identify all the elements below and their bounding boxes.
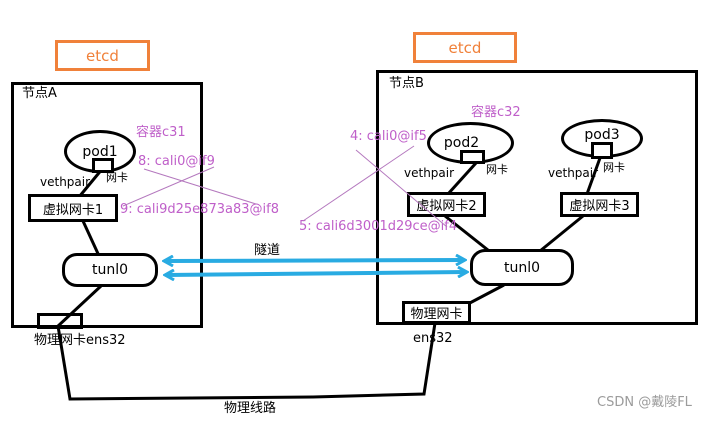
phys-nic-box-b: 物理网卡	[402, 301, 471, 324]
physical-line-label: 物理线路	[224, 401, 277, 416]
pod2-nic-label: 网卡	[486, 163, 508, 176]
pod1-nic-label: 网卡	[106, 171, 128, 184]
vnic1-box: 虚拟网卡1	[28, 194, 118, 222]
pod1-iface-annotation: 8: cali0@if9	[138, 154, 215, 169]
pod2-iface-annotation: 4: cali0@if5	[350, 129, 427, 144]
pod2-vethpair-label: vethpair	[404, 166, 455, 180]
vnic2-label: 虚拟网卡2	[416, 199, 477, 214]
pod1-container-label: 容器c31	[136, 125, 186, 140]
pod2-container-label: 容器c32	[471, 105, 521, 120]
pod3-vethpair-label: vethpair	[548, 166, 599, 180]
phys-nic-sub-label-b: ens32	[413, 331, 453, 346]
tunnel-label: 隧道	[254, 243, 281, 258]
vnic1-iface-annotation: 9: cali9d25e873a83@if8	[120, 202, 279, 217]
tunl0-right-box: tunl0	[470, 249, 574, 286]
tunl0-left-box: tunl0	[62, 253, 158, 287]
pod2-label: pod2	[443, 135, 480, 151]
tunl0-right-label: tunl0	[503, 259, 541, 276]
etcd-right-label: etcd	[448, 38, 482, 57]
pod3-nic-rect	[591, 142, 613, 159]
pod3-nic-label: 网卡	[603, 161, 625, 174]
pod1-label: pod1	[82, 143, 118, 160]
etcd-box-right: etcd	[413, 32, 517, 63]
vnic2-iface-annotation: 5: cali6d3001d29ce@if4	[299, 219, 458, 234]
phys-nic-label-a: 物理网卡ens32	[34, 333, 126, 348]
watermark: CSDN @戴陵FL	[597, 395, 692, 410]
etcd-left-label: etcd	[86, 46, 119, 65]
phys-nic-rect-a	[37, 313, 83, 329]
vnic3-label: 虚拟网卡3	[569, 199, 630, 214]
vnic2-box: 虚拟网卡2	[407, 192, 486, 217]
node-a-title: 节点A	[22, 86, 57, 101]
etcd-box-left: etcd	[55, 40, 150, 71]
node-b-title: 节点B	[389, 76, 424, 91]
pod2-nic-rect	[460, 150, 485, 164]
tunl0-left-label: tunl0	[91, 262, 129, 278]
pod1-vethpair-label: vethpair	[40, 175, 91, 189]
phys-nic-box-b-label: 物理网卡	[410, 307, 463, 322]
vnic1-label: 虚拟网卡1	[42, 202, 104, 218]
pod3-label: pod3	[584, 126, 620, 143]
vnic3-box: 虚拟网卡3	[560, 192, 639, 217]
